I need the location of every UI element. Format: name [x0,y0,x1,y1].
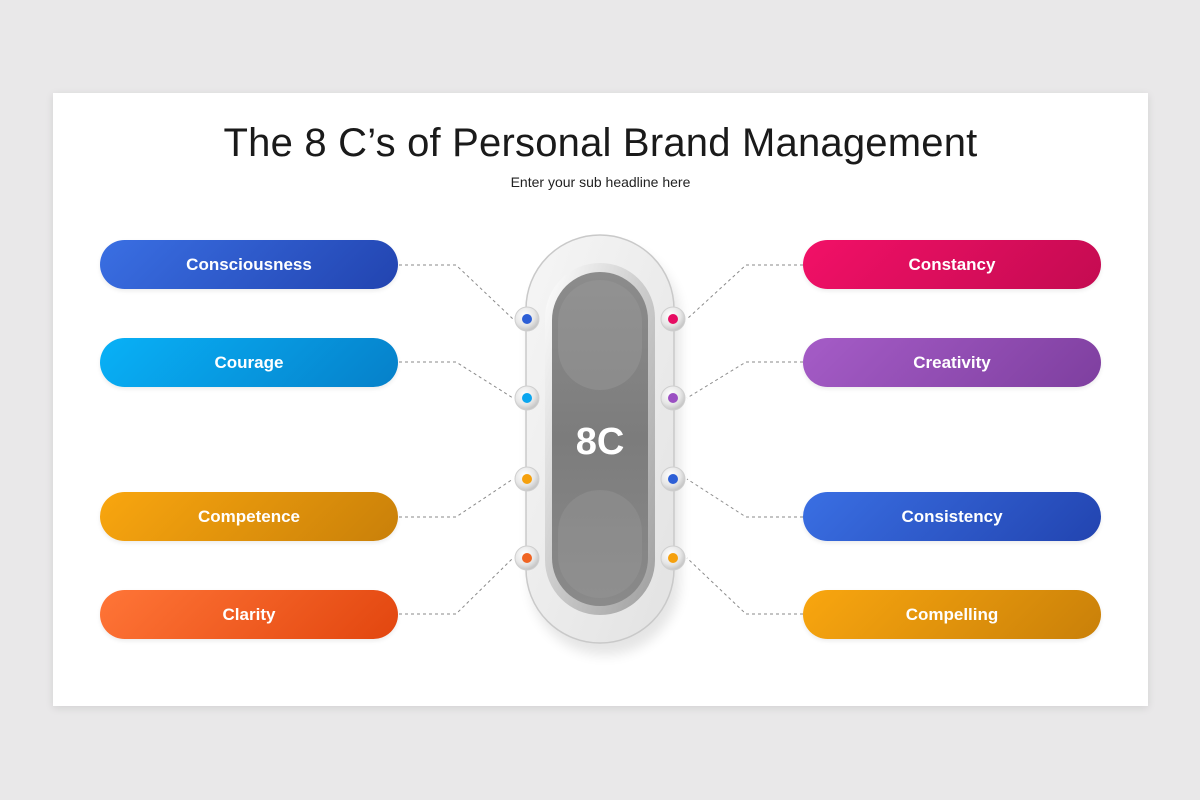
node-right-3 [660,466,686,492]
node-right-1 [660,306,686,332]
pill-competence: Competence [100,492,398,541]
pill-consciousness: Consciousness [100,240,398,289]
pill-consistency: Consistency [803,492,1101,541]
node-right-2 [660,385,686,411]
pill-courage: Courage [100,338,398,387]
connector-left-2 [399,361,514,399]
connector-right-3 [686,478,803,518]
center-capsule [525,234,680,655]
node-dot-left-1 [522,314,532,324]
page-subtitle: Enter your sub headline here [510,174,691,190]
pill-compelling: Compelling [803,590,1101,639]
node-left-3 [514,466,540,492]
node-left-2 [514,385,540,411]
node-dot-right-3 [668,474,678,484]
connector-left-3 [399,478,514,518]
pill-constancy: Constancy [803,240,1101,289]
connector-left-1 [399,264,514,320]
connector-left-4 [399,557,514,615]
connector-right-1 [686,264,803,320]
pill-label: Consistency [901,506,1003,526]
node-left-4 [514,545,540,571]
node-dot-right-2 [668,393,678,403]
node-left-1 [514,306,540,332]
pill-clarity: Clarity [100,590,398,639]
pill-label: Compelling [905,604,999,624]
pill-creativity: Creativity [803,338,1101,387]
connector-right-2 [686,361,803,399]
node-dot-left-3 [522,474,532,484]
pill-label: Clarity [222,604,276,624]
pill-label: Consciousness [186,254,312,274]
node-dot-left-2 [522,393,532,403]
node-dot-right-1 [668,314,678,324]
node-dot-right-4 [668,553,678,563]
connector-right-4 [686,557,803,615]
page-title: The 8 C’s of Personal Brand Management [223,121,978,165]
pill-label: Constancy [908,254,996,274]
pill-label: Competence [197,506,301,526]
center-label: 8C [576,421,625,463]
pill-label: Courage [214,352,284,372]
node-dot-left-4 [522,553,532,563]
pill-label: Creativity [913,352,991,372]
node-right-4 [660,545,686,571]
